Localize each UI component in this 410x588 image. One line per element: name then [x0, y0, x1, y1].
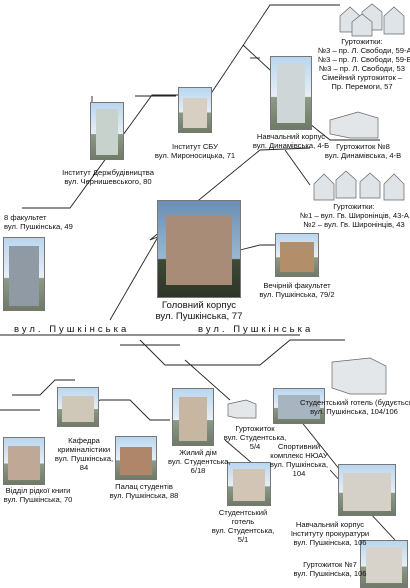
label-prok: Навчальний корпус Інституту прокуратури …	[290, 520, 370, 547]
palace-photo	[115, 436, 157, 480]
dorm-student-icon	[226, 398, 258, 425]
main-building-photo	[157, 200, 241, 298]
fac8-photo	[3, 237, 45, 311]
label-dorms-mid: Гуртожитки: №1 – вул. Гв. Широнінців, 43…	[300, 202, 409, 229]
dinam-corpus-photo	[270, 56, 312, 130]
foreign-photo	[3, 437, 45, 485]
dormitory-building-icon	[328, 110, 380, 145]
label-sport: Спортивний комплекс НЮАУ вул. Пушкінська…	[269, 442, 329, 478]
street-label-left: вул. Пушкінська	[14, 324, 130, 335]
evening-photo	[275, 233, 319, 277]
label-fac8: 8 факультет вул. Пушкінська, 49	[4, 213, 73, 231]
hotel-building-icon	[330, 356, 388, 401]
label-sbu: Інститут СБУ вул. Мироносицька, 71	[154, 142, 236, 160]
label-st-hotel: Студентський готель вул. Студентська, 5/…	[211, 508, 275, 544]
label-derzh: Інститут Держбудівництва вул. Чернишевсь…	[62, 168, 154, 186]
label-dorm8: Гуртожиток №8 вул. Динамівська, 4-В	[324, 142, 402, 160]
derzh-photo	[90, 102, 124, 160]
dorm7-photo	[360, 540, 408, 588]
label-dorms-top: Гуртожитки: №3 – пр. Л. Свободи, 59-А №3…	[318, 37, 410, 91]
st-hotel-photo	[227, 462, 271, 506]
dormitory-house-icon	[312, 168, 407, 208]
street-label-right: вул. Пушкінська	[198, 324, 314, 335]
label-hotel: Студентський готель (будується) вул. Пуш…	[300, 398, 410, 416]
sport-photo	[273, 388, 325, 424]
sbu-photo	[178, 87, 212, 133]
label-palace: Палац студентів вул. Пушкінська, 88	[109, 482, 179, 500]
house-photo	[172, 388, 214, 446]
dormitory-house-icon	[338, 2, 408, 42]
label-dorm-st: Гуртожиток вул. Студентська, 5/4	[223, 424, 287, 451]
label-dinam-corpus: Навчальний корпус вул. Динамівська, 4-Б	[252, 132, 330, 150]
crim-photo	[57, 387, 99, 427]
label-house: Жилий дім вул. Студентська, 6/18	[168, 448, 231, 475]
label-foreign: Відділ рідкої книги вул. Пушкінська, 70	[3, 486, 73, 504]
label-main: Головний корпус вул. Пушкінська, 77	[155, 300, 243, 322]
label-evening: Вечірній факультет вул. Пушкінська, 79/2	[259, 281, 335, 299]
label-dorm7: Гуртожиток №7 вул. Пушкінська, 106	[293, 560, 367, 578]
prok-photo	[338, 464, 396, 516]
label-crim: Кафедра криміналістики вул. Пушкінська, …	[54, 436, 114, 472]
